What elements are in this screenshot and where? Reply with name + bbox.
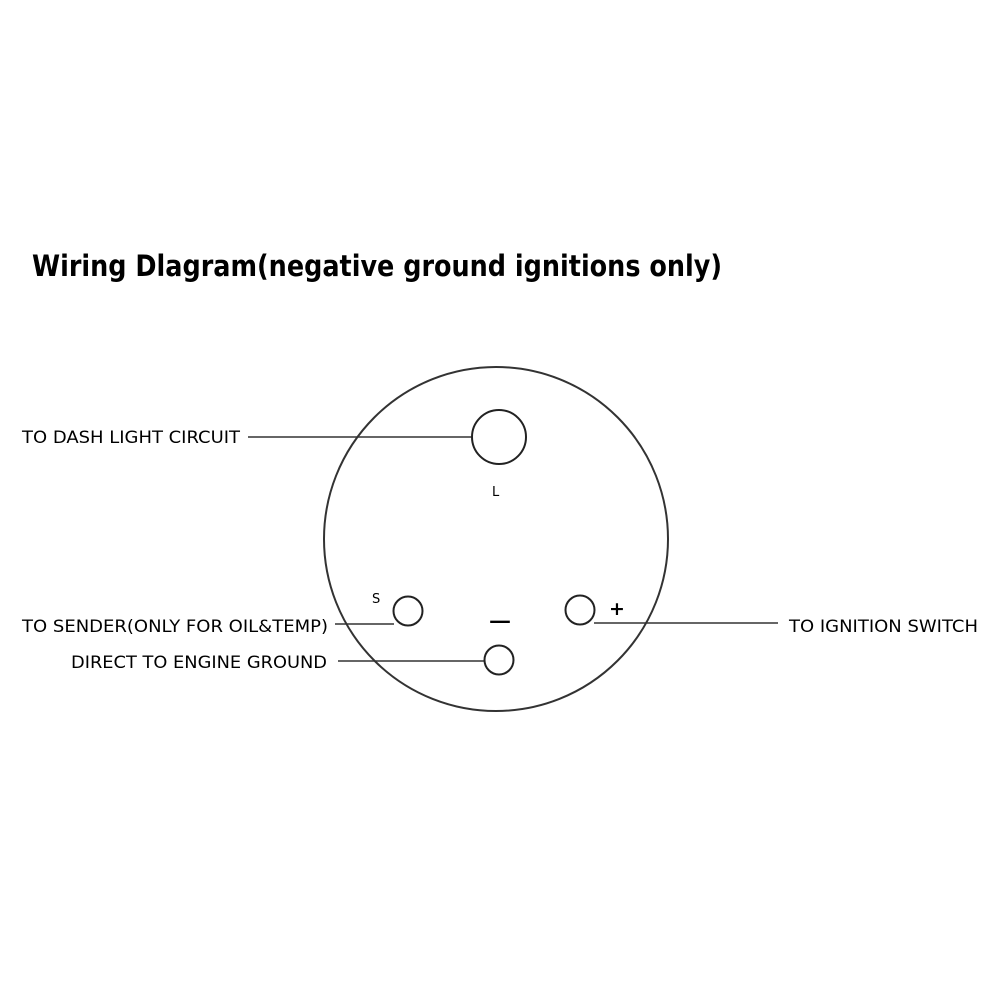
terminal-ground <box>483 644 515 676</box>
pin-label-light: L <box>492 485 500 500</box>
terminal-positive <box>564 594 596 626</box>
label-engine-ground: DIRECT TO ENGINE GROUND <box>71 653 327 673</box>
label-sender: TO SENDER(ONLY FOR OIL&TEMP) <box>21 617 328 637</box>
label-ignition-switch: TO IGNITION SWITCH <box>788 617 978 637</box>
label-dash-light-circuit: TO DASH LIGHT CIRCUIT <box>21 428 241 448</box>
pin-label-negative: — <box>489 610 511 632</box>
terminal-light <box>471 409 527 465</box>
pin-label-positive: + <box>609 598 625 620</box>
terminal-sender <box>392 595 424 627</box>
diagram-title: Wiring Dlagram(negative ground ignitions… <box>32 249 722 283</box>
pin-label-sender: S <box>372 592 380 607</box>
gauge-back-outline <box>323 366 669 712</box>
